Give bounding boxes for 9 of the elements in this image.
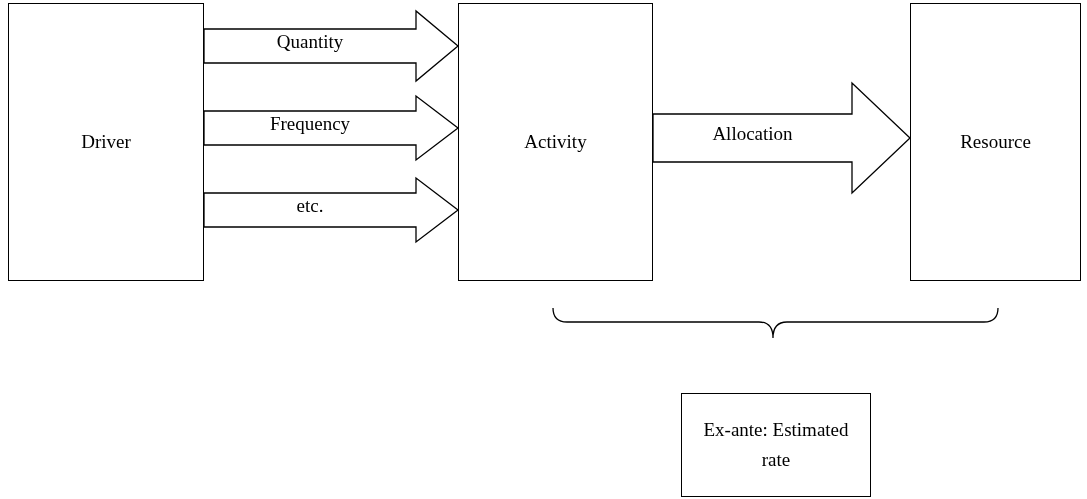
block-arrow [203, 176, 460, 244]
process-box [681, 393, 871, 497]
node-label: Driver [80, 129, 132, 154]
process-box [458, 3, 653, 281]
process-box [8, 3, 204, 281]
node-label: Ex-ante: Estimated rate [702, 417, 850, 472]
node-label: Activity [523, 129, 588, 154]
node-label: Resource [959, 129, 1032, 154]
process-box [910, 3, 1081, 281]
